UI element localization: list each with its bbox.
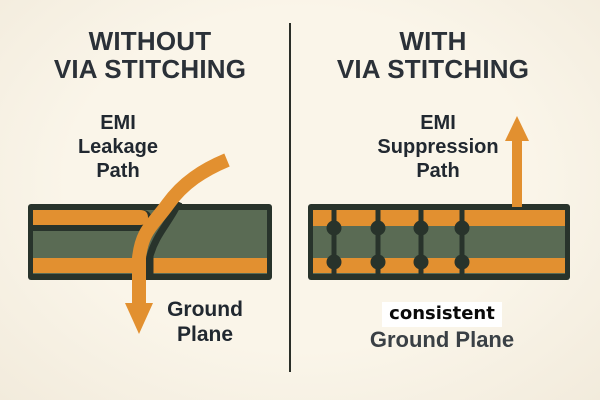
- via-pad-top: [454, 220, 470, 236]
- via-pad-bottom: [454, 254, 470, 270]
- via-barrel: [375, 206, 381, 277]
- via-pad-top: [413, 220, 429, 236]
- left-title-line1: WITHOUT: [88, 26, 212, 56]
- right-title-line1: WITH: [399, 26, 467, 56]
- ground-plane-label-left: Ground Plane: [145, 297, 265, 347]
- left-panel-title: WITHOUT VIA STITCHING: [10, 27, 290, 83]
- emi-leakage-path-label: EMI Leakage Path: [38, 111, 198, 183]
- divider-line: [289, 23, 291, 372]
- via-barrel: [459, 206, 465, 277]
- label-line: Plane: [176, 323, 234, 346]
- via-pad-bottom: [326, 254, 342, 270]
- pcb-cross-section-right: [308, 116, 570, 280]
- label-line: Suppression: [377, 136, 499, 158]
- left-title-line2: VIA STITCHING: [53, 54, 247, 84]
- via-pad-bottom: [370, 254, 386, 270]
- label-line: Ground: [167, 298, 243, 321]
- emi-leakage-arrow-shaft: [132, 153, 230, 306]
- label-line: Path: [416, 160, 460, 182]
- copper-layer-top: [313, 210, 565, 226]
- stitching-via: [370, 206, 386, 277]
- slot-edge: [146, 200, 183, 276]
- via-pad-bottom: [413, 254, 429, 270]
- pcb-cross-section-left: [28, 153, 272, 334]
- ground-plane-label-right: consistent Ground Plane: [342, 300, 542, 352]
- copper-layer-bottom: [313, 258, 565, 273]
- label-line: EMI: [100, 112, 136, 134]
- via-barrel: [331, 206, 337, 277]
- label-line: Leakage: [77, 136, 159, 158]
- stitching-via: [413, 206, 429, 277]
- emi-leakage-arrowhead: [125, 303, 153, 334]
- emi-suppression-arrow-shaft: [512, 138, 522, 207]
- emi-suppression-path-label: EMI Suppression Path: [338, 111, 538, 183]
- right-panel-title: WITH VIA STITCHING: [288, 27, 578, 83]
- label-line: Path: [96, 160, 140, 182]
- label-line: EMI: [420, 112, 456, 134]
- stitching-via: [326, 206, 342, 277]
- label-line: Ground Plane: [369, 327, 515, 352]
- via-pad-top: [326, 220, 342, 236]
- emi-suppression-arrowhead: [505, 116, 529, 141]
- right-title-line2: VIA STITCHING: [336, 54, 530, 84]
- via-pad-top: [370, 220, 386, 236]
- consistent-highlight: consistent: [382, 302, 502, 327]
- via-barrel: [418, 206, 424, 277]
- stitching-via: [454, 206, 470, 277]
- copper-layer-top: [33, 210, 148, 225]
